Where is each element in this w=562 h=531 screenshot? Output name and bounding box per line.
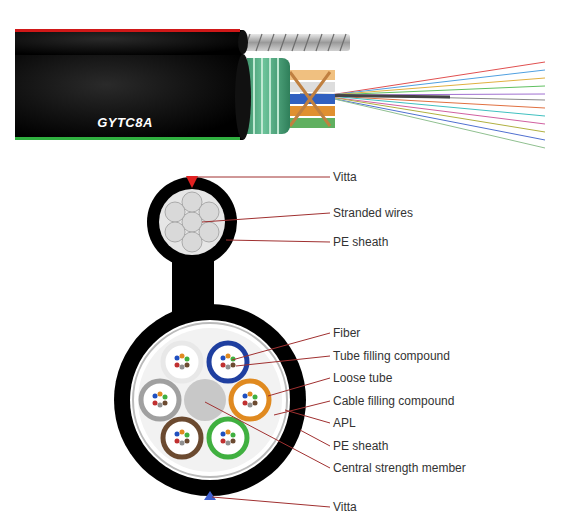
part-label: PE sheath <box>333 439 388 453</box>
part-label: Tube filling compound <box>333 349 450 363</box>
cable-marking: GYTC8A <box>97 115 153 130</box>
part-label: APL <box>333 416 356 430</box>
cross-section <box>114 176 306 500</box>
part-label: Cable filling compound <box>333 394 454 408</box>
part-label: Fiber <box>333 326 360 340</box>
part-label: Loose tube <box>333 371 392 385</box>
vitta-mark <box>204 491 216 500</box>
messenger-strand <box>238 34 350 51</box>
fibers <box>300 62 545 148</box>
leader-lines <box>197 177 330 507</box>
vitta-mark <box>186 176 198 188</box>
loose-tubes-exposed <box>285 70 335 128</box>
part-label: Central strength member <box>333 461 466 475</box>
cable-sheath <box>15 29 251 140</box>
part-label: Stranded wires <box>333 206 413 220</box>
cable-print: GYTC8A <box>80 112 170 132</box>
part-label: PE sheath <box>333 235 388 249</box>
part-label: Vitta <box>333 170 357 184</box>
part-label: Vitta <box>333 500 357 514</box>
